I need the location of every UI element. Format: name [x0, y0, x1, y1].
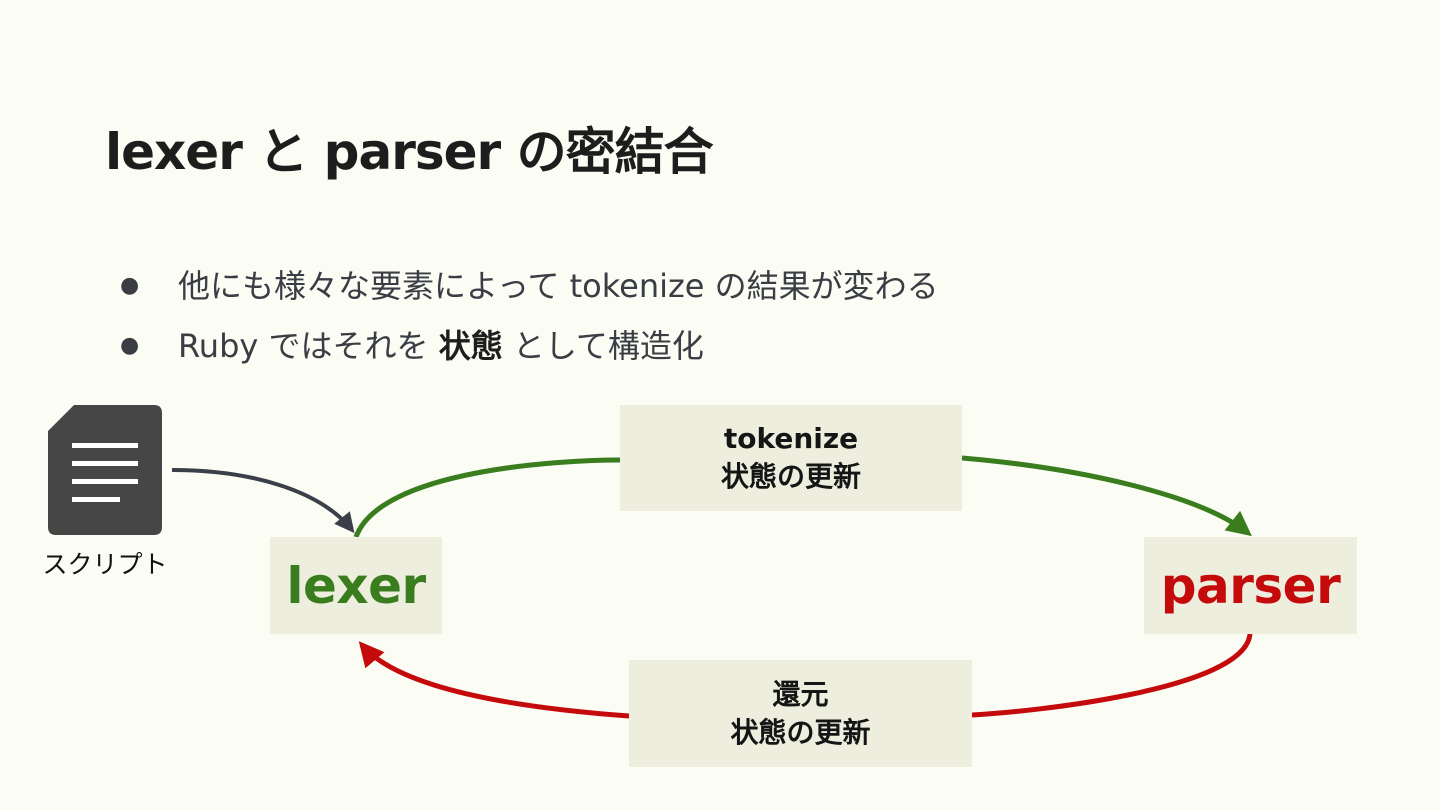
bullet-list: ● 他にも様々な要素によって tokenize の結果が変わる ● Ruby で…: [120, 258, 939, 378]
parser-to-lexer-arrow: [362, 634, 1253, 719]
script-caption: スクリプト: [42, 550, 168, 579]
parser-node: parser: [1144, 537, 1357, 634]
bullet-item: ● Ruby ではそれを 状態 として構造化: [120, 318, 939, 378]
lexer-label: lexer: [286, 556, 426, 615]
bullet-marker: ●: [120, 333, 140, 358]
tokenize-edge-label: tokenize 状態の更新: [620, 405, 962, 511]
lexer-to-parser-arrow: [353, 455, 1248, 537]
bullet-text-prefix: Ruby ではそれを: [178, 327, 439, 365]
bullet-marker: ●: [120, 273, 140, 298]
edge-label-line: 状態の更新: [720, 460, 861, 493]
bullet-text-suffix: として構造化: [502, 327, 704, 365]
script-to-lexer-arrow: [171, 468, 355, 534]
slide-title: lexer と parser の密結合: [105, 123, 714, 181]
parser-label: parser: [1160, 556, 1341, 615]
edge-label-line: 還元: [772, 677, 829, 711]
reduce-edge-label: 還元 状態の更新: [629, 660, 972, 767]
bullet-text: 他にも様々な要素によって tokenize の結果が変わる: [178, 267, 939, 305]
bullet-item: ● 他にも様々な要素によって tokenize の結果が変わる: [120, 258, 939, 318]
edge-label-line: 状態の更新: [730, 715, 871, 749]
edge-label-line: tokenize: [723, 422, 859, 455]
bullet-emphasis: 状態: [438, 327, 503, 365]
document-icon: [48, 405, 164, 535]
lexer-node: lexer: [270, 537, 442, 634]
